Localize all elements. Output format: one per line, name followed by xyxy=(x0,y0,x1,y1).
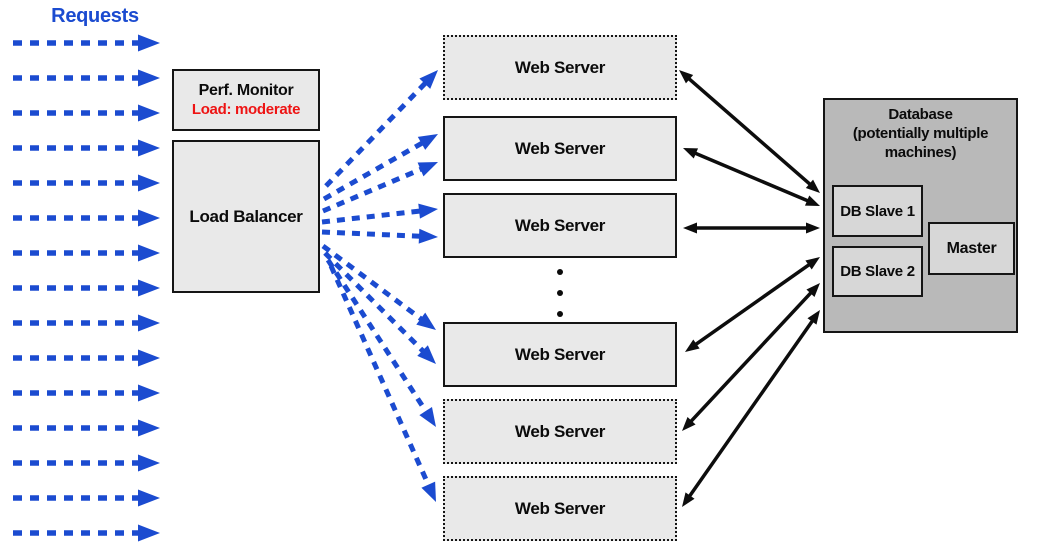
request-arrow xyxy=(13,69,160,87)
webserver-db-arrow xyxy=(679,70,820,193)
webserver-db-arrow xyxy=(682,310,820,507)
request-arrow xyxy=(13,349,160,367)
db-master-label: Master xyxy=(946,239,997,257)
web-server-box-1: Web Server xyxy=(443,35,677,100)
db-slave-1-box: DB Slave 1 xyxy=(832,185,923,237)
request-arrow xyxy=(13,209,160,227)
db-master-box: Master xyxy=(928,222,1015,275)
database-title: Database (potentially multiple machines) xyxy=(852,106,989,161)
perf-monitor-load-status: Load: moderate xyxy=(191,100,301,118)
lb-to-webserver-arrow xyxy=(321,243,436,330)
perf-monitor-title: Perf. Monitor xyxy=(198,81,294,99)
web-server-label: Web Server xyxy=(514,57,606,77)
lb-to-webserver-arrow xyxy=(321,228,438,244)
request-arrow xyxy=(13,279,160,297)
webserver-db-arrow xyxy=(683,148,820,206)
web-server-box-3: Web Server xyxy=(443,193,677,258)
webserver-db-arrow xyxy=(683,222,820,234)
load-balancer-box: Load Balancer xyxy=(172,140,320,293)
lb-to-webserver-arrow xyxy=(322,134,438,202)
lb-to-webserver-arrow xyxy=(322,162,438,214)
request-arrow xyxy=(13,174,160,192)
web-server-box-5: Web Server xyxy=(443,399,677,464)
database-box: Database (potentially multiple machines)… xyxy=(823,98,1018,333)
lb-to-webserver-arrow xyxy=(321,203,438,225)
request-arrow xyxy=(13,34,160,52)
web-server-box-2: Web Server xyxy=(443,116,677,181)
request-arrow xyxy=(13,139,160,157)
lb-to-webserver-arrow xyxy=(325,258,436,427)
request-arrow xyxy=(13,244,160,262)
perf-monitor-box: Perf. Monitor Load: moderate xyxy=(172,69,320,131)
lb-to-webserver-arrow xyxy=(323,251,436,364)
web-server-label: Web Server xyxy=(514,138,606,158)
more-servers-ellipsis-icon xyxy=(556,269,564,317)
db-slave-1-label: DB Slave 1 xyxy=(840,202,915,220)
request-arrow xyxy=(13,384,160,402)
request-arrow xyxy=(13,104,160,122)
web-server-label: Web Server xyxy=(514,421,606,441)
web-server-box-4: Web Server xyxy=(443,322,677,387)
request-arrow xyxy=(13,314,160,332)
request-arrow xyxy=(13,489,160,507)
request-arrow xyxy=(13,419,160,437)
db-slave-2-box: DB Slave 2 xyxy=(832,246,923,297)
lb-to-webserver-arrow xyxy=(324,70,438,188)
requests-label: Requests xyxy=(51,5,139,27)
db-slave-2-label: DB Slave 2 xyxy=(840,263,915,280)
web-server-label: Web Server xyxy=(514,344,606,364)
request-arrow xyxy=(13,454,160,472)
webserver-db-arrow xyxy=(685,257,820,352)
request-arrow xyxy=(13,524,160,542)
web-server-box-6: Web Server xyxy=(443,476,677,541)
web-server-label: Web Server xyxy=(514,215,606,235)
web-server-label: Web Server xyxy=(514,498,606,518)
webserver-db-arrow xyxy=(682,283,820,431)
load-balancer-label: Load Balancer xyxy=(189,206,303,226)
lb-to-webserver-arrow xyxy=(328,264,436,502)
